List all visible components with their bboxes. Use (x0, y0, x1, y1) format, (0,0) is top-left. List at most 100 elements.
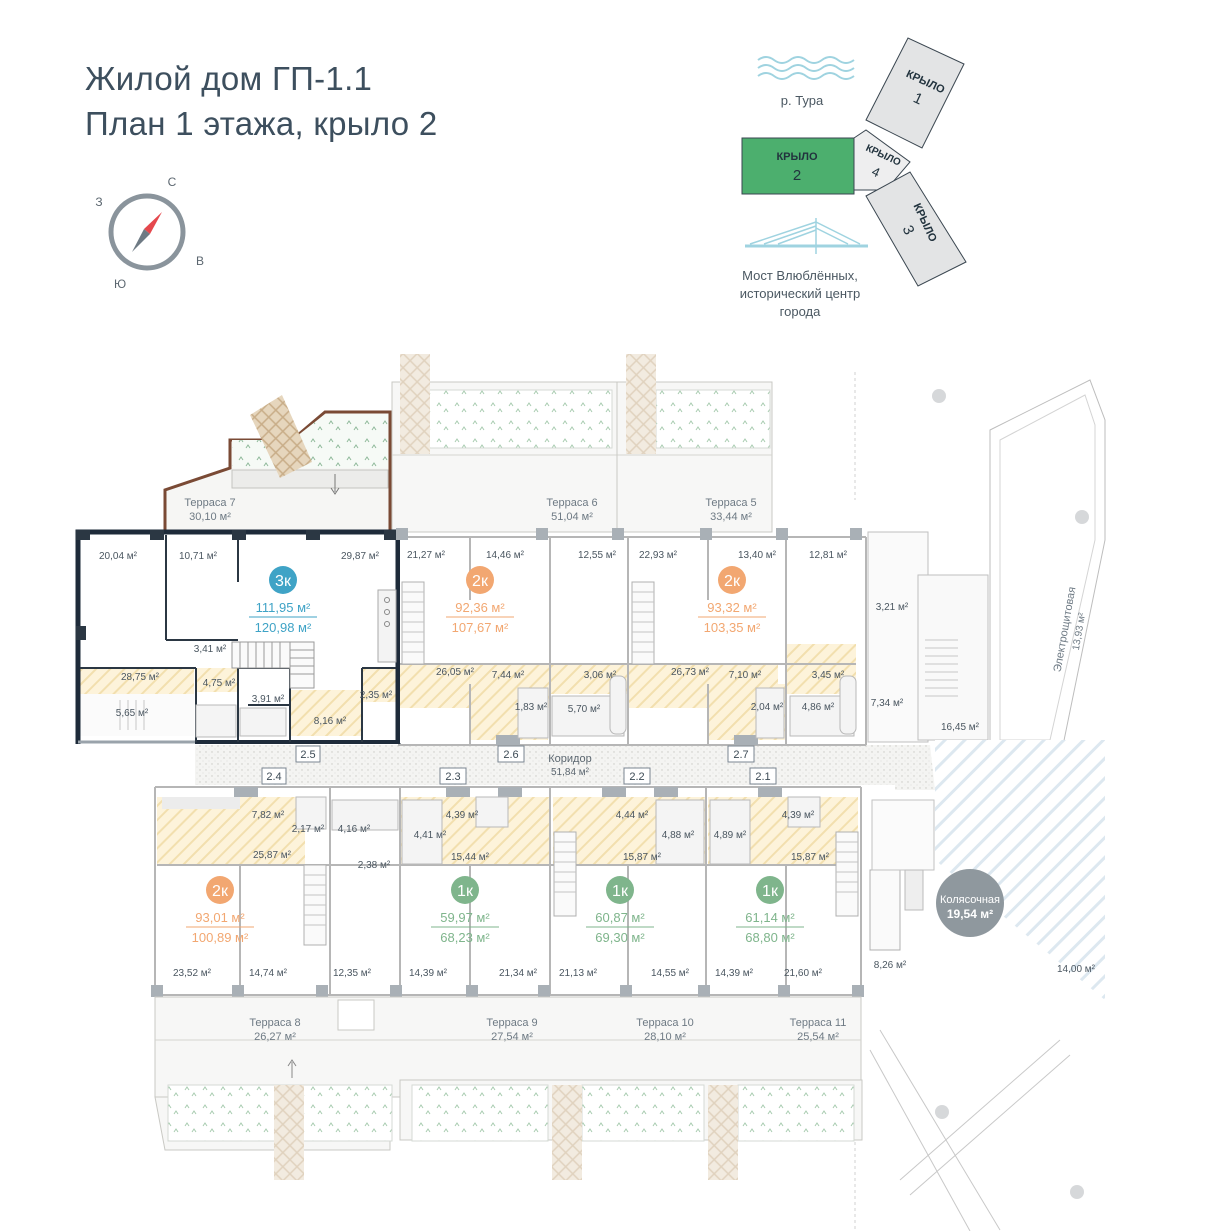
room-area: 2,04 м² (751, 702, 784, 713)
apartment-living-area: 61,14 м² (745, 910, 795, 925)
room-area: 21,34 м² (499, 968, 538, 979)
compass: С З В Ю (95, 175, 204, 291)
room-area: 4,16 м² (338, 824, 371, 835)
room-area: 3,21 м² (876, 602, 909, 613)
room-area: 26,05 м² (436, 667, 475, 678)
compass-north: С (168, 175, 177, 189)
page-title: Жилой дом ГП-1.1 (85, 60, 373, 97)
room-area: 16,45 м² (941, 722, 980, 733)
room-area: 3,41 м² (194, 644, 227, 655)
room-area: 21,13 м² (559, 968, 598, 979)
terrace-name: Терраса 8 (249, 1017, 300, 1029)
compass-east: В (196, 254, 204, 268)
apartment-badge-circle (451, 876, 479, 904)
corridor-area: 51,84 м² (551, 767, 590, 778)
room-area: 29,87 м² (341, 551, 380, 562)
apartment-total-area: 103,35 м² (704, 620, 761, 635)
room-area: 2,17 м² (292, 824, 325, 835)
wing-1[interactable]: КРЫЛО 1 (865, 37, 965, 149)
apartment-living-area: 92,36 м² (455, 600, 505, 615)
page-subtitle: План 1 этажа, крыло 2 (85, 105, 438, 142)
room-area: 4,75 м² (203, 678, 236, 689)
apartment-total-area: 69,30 м² (595, 930, 645, 945)
room-area: 4,86 м² (802, 702, 835, 713)
room-area: 26,73 м² (671, 667, 710, 678)
apartment-rooms: 1к (457, 883, 474, 900)
room-area: 23,52 м² (173, 968, 212, 979)
apartment-total-area: 107,67 м² (452, 620, 509, 635)
terrace-area: 26,27 м² (254, 1031, 296, 1043)
key-plan: р. Тура Мост Влюблённых, исторический це… (740, 37, 967, 319)
apartment-rooms: 3к (275, 573, 292, 590)
terrace-area: 30,10 м² (189, 511, 231, 523)
room-area: 15,44 м² (451, 852, 490, 863)
compass-west: З (95, 195, 102, 209)
river-label: р. Тура (781, 93, 824, 108)
room-area: 7,34 м² (871, 698, 904, 709)
room-area: 3,45 м² (812, 670, 845, 681)
plan-body: 2.5 2.6 2.7 2.4 2.3 2.2 2.1 (75, 354, 1106, 1231)
entrance-label: 2.4 (266, 771, 281, 783)
room-area: 7,82 м² (252, 810, 285, 821)
entrance-label: 2.1 (755, 771, 770, 783)
apartment-living-area: 93,01 м² (195, 910, 245, 925)
room-area: 28,75 м² (121, 672, 160, 683)
apartment-badge-circle (718, 566, 746, 594)
entrance-label: 2.3 (445, 771, 460, 783)
room-area: 14,55 м² (651, 968, 690, 979)
wing-3[interactable]: КРЫЛО 3 (865, 171, 967, 287)
room-area: 7,44 м² (492, 670, 525, 681)
room-area: 3,06 м² (584, 670, 617, 681)
river-waves-icon (757, 56, 855, 64)
apartment-badge-circle (756, 876, 784, 904)
room-area: 14,00 м² (1057, 964, 1096, 975)
stroller-room[interactable]: Колясочная 19,54 м² (936, 869, 1004, 937)
compass-south: Ю (114, 277, 126, 291)
room-area: 12,35 м² (333, 968, 372, 979)
terrace-area: 25,54 м² (797, 1031, 839, 1043)
room-area: 14,39 м² (409, 968, 448, 979)
room-area: 14,74 м² (249, 968, 288, 979)
bridge-label-1: Мост Влюблённых, (742, 268, 858, 283)
terrace-7-planter (250, 395, 312, 478)
svg-text:2: 2 (793, 167, 801, 184)
room-area: 8,26 м² (874, 960, 907, 971)
room-area: 15,87 м² (791, 852, 830, 863)
room-area: 12,55 м² (578, 550, 617, 561)
terrace-area: 33,44 м² (710, 511, 752, 523)
bridge-icon (745, 218, 868, 254)
terrace-name: Терраса 11 (790, 1017, 847, 1029)
entrance-label: 2.6 (503, 749, 518, 761)
apartment-living-area: 60,87 м² (595, 910, 645, 925)
room-area: 4,89 м² (714, 830, 747, 841)
room-area: 10,71 м² (179, 551, 218, 562)
terrace-name: Терраса 5 (705, 497, 756, 509)
room-area: 15,87 м² (623, 852, 662, 863)
room-area: 21,27 м² (407, 550, 446, 561)
svg-text:Колясочная: Колясочная (940, 894, 1000, 906)
room-area: 7,10 м² (729, 670, 762, 681)
apartment-badge-circle (466, 566, 494, 594)
room-area: 14,46 м² (486, 550, 525, 561)
apartment-total-area: 68,23 м² (440, 930, 490, 945)
terrace-name: Терраса 9 (486, 1017, 537, 1029)
wing-4[interactable]: КРЫЛО 4 (853, 129, 911, 191)
room-area: 4,41 м² (414, 830, 447, 841)
room-area: 2,38 м² (358, 860, 391, 871)
room-area: 4,39 м² (446, 810, 479, 821)
svg-text:19,54 м²: 19,54 м² (947, 907, 993, 921)
room-area: 8,16 м² (314, 716, 347, 727)
room-area: 25,87 м² (253, 850, 292, 861)
bridge-label-3: города (780, 304, 821, 319)
room-area: 13,40 м² (738, 550, 777, 561)
apartment-rooms: 2к (212, 883, 229, 900)
wing-2[interactable]: КРЫЛО 2 (741, 137, 855, 195)
